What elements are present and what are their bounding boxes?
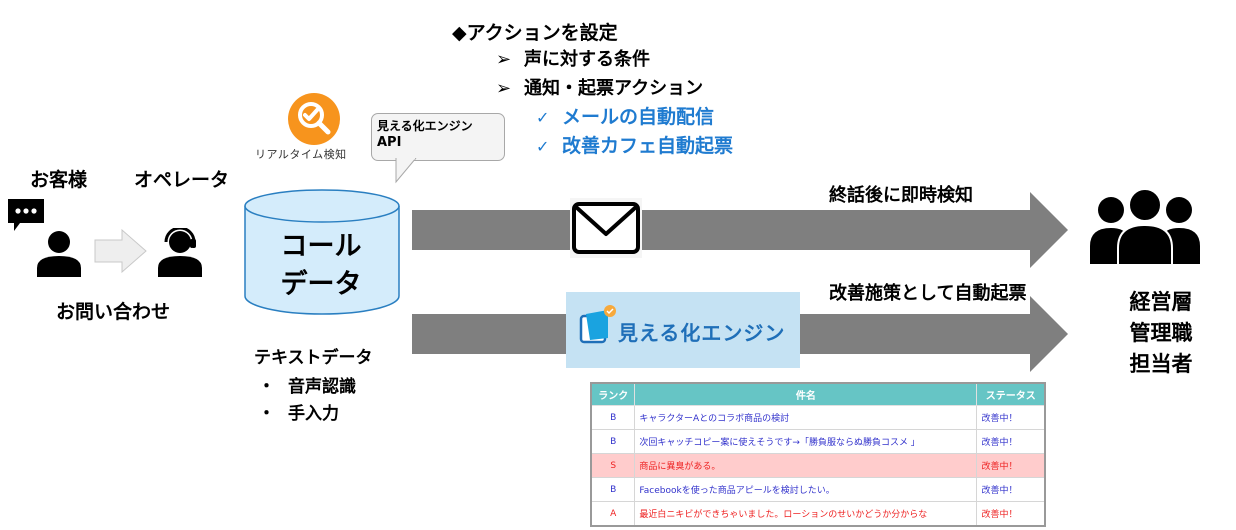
header-status[interactable]: ステータス [976,382,1046,406]
stakeholder-staff: 担当者 [1129,352,1193,376]
text-data-item-label: 音声認識 [288,377,356,397]
action-sub-mail: ✓ メールの自動配信 [536,102,714,129]
status-cell: 改善中！ [976,453,1046,478]
status-cell: 改善中！ [976,429,1046,454]
action-item-label: 通知・起票アクション [524,78,704,99]
operator-label: オペレータ [134,169,230,191]
flow-arrow-icon [94,229,147,273]
title-cell[interactable]: 最近白ニキビができちゃいました。ローションのせいかどうか分からな [634,501,978,527]
group-of-people-icon [1090,188,1200,266]
arrow-bullet-icon: ➢ [496,49,512,70]
table-row[interactable]: B キャラクターAとのコラボ商品の検討 改善中！ [590,405,1046,430]
title-cell[interactable]: キャラクターAとのコラボ商品の検討 [634,405,978,430]
bullet-icon: ・ [258,404,275,424]
arrow-bullet-icon: ➢ [496,78,512,99]
mieruka-engine-logo-icon [579,305,616,344]
action-item-conditions: ➢ 声に対する条件 [496,45,650,71]
table-header-row: ランク 件名 ステータス [590,382,1046,406]
mieruka-engine-name: 見える化エンジン [618,321,786,345]
customer-person-icon [37,231,81,277]
api-bubble-line2: API [377,135,402,150]
ticket-label: 改善施策として自動起票 [829,283,1027,304]
action-sub-label: メールの自動配信 [562,106,715,128]
detect-label: 終話後に即時検知 [829,185,973,206]
rank-cell: A [590,501,636,527]
status-cell: 改善中！ [976,477,1046,502]
bullet-icon: ・ [258,377,275,397]
title-cell[interactable]: Facebookを使った商品アピールを検討したい。 [634,477,978,502]
title-cell[interactable]: 次回キャッチコピー案に使えそうです→「勝負服ならぬ勝負コスメ 」 [634,429,978,454]
customer-label: お客様 [30,169,88,191]
action-sub-ticket: ✓ 改善カフェ自動起票 [536,131,733,158]
arrow-realtime-detect [412,192,1068,268]
api-speech-bubble: 見える化エンジン API [371,113,505,161]
rank-cell: S [590,453,636,478]
header-title[interactable]: 件名 [634,382,978,406]
api-bubble-line1: 見える化エンジン [377,119,473,133]
table-row[interactable]: S 商品に異臭がある。 改善中！ [590,453,1046,478]
magnifier-check-icon [288,93,340,145]
action-item-label: 声に対する条件 [524,49,650,70]
title-cell[interactable]: 商品に異臭がある。 [634,453,978,478]
stakeholder-managers: 管理職 [1129,321,1193,345]
call-data-cylinder [244,189,400,315]
call-data-line2: データ [280,269,362,300]
stakeholder-labels: 経営層 管理職 担当者 [1106,287,1216,380]
check-icon: ✓ [536,137,550,156]
ticket-table: ランク 件名 ステータス B キャラクターAとのコラボ商品の検討 改善中！ B … [590,382,1046,527]
inquiry-label: お問い合わせ [56,301,171,323]
status-cell: 改善中！ [976,501,1046,527]
rank-cell: B [590,477,636,502]
action-settings-title: ◆アクションを設定 [452,22,618,44]
table-row[interactable]: A 最近白ニキビができちゃいました。ローションのせいかどうか分からな 改善中！ [590,501,1046,527]
table-row[interactable]: B 次回キャッチコピー案に使えそうです→「勝負服ならぬ勝負コスメ 」 改善中！ [590,429,1046,454]
rank-cell: B [590,429,636,454]
text-data-item-label: 手入力 [288,404,339,424]
speech-bubble-icon [8,199,44,231]
table-row[interactable]: B Facebookを使った商品アピールを検討したい。 改善中！ [590,477,1046,502]
headset-operator-icon [158,228,202,277]
call-data-line1: コール [280,231,362,262]
envelope-icon [570,198,642,258]
bubble-tail [395,158,417,184]
action-item-notify: ➢ 通知・起票アクション [496,74,703,100]
text-data-item-manual: ・手入力 [252,399,339,424]
check-icon: ✓ [536,108,550,127]
realtime-detect-label: リアルタイム検知 [255,148,347,161]
text-data-title: テキストデータ [254,348,373,368]
call-data-label: コール データ [243,228,399,304]
status-cell: 改善中！ [976,405,1046,430]
header-rank[interactable]: ランク [590,382,636,406]
text-data-item-speech: ・音声認識 [252,372,356,397]
stakeholder-executives: 経営層 [1129,290,1193,314]
action-sub-label: 改善カフェ自動起票 [562,135,734,157]
rank-cell: B [590,405,636,430]
